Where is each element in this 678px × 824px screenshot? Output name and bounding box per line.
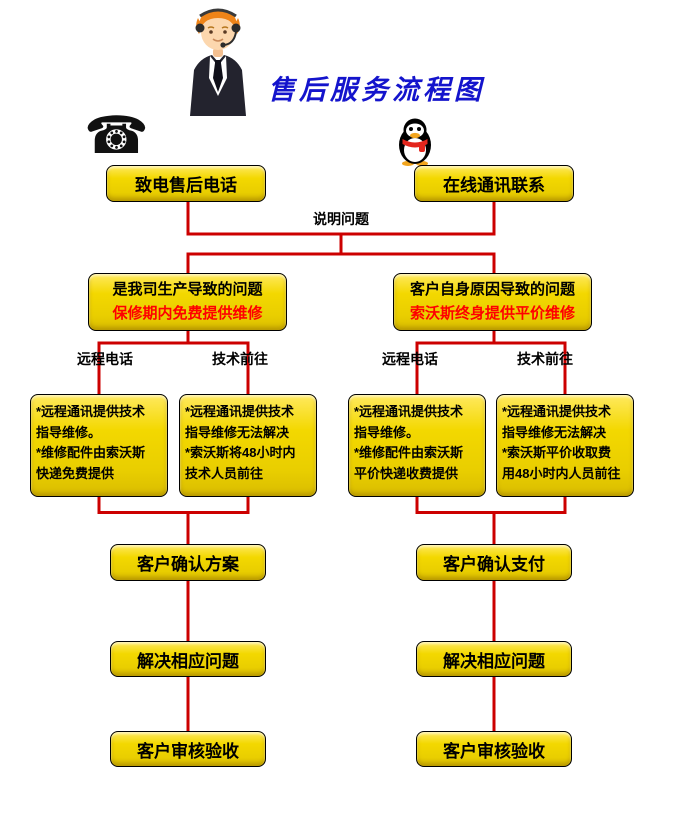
node-onsite-detail-right: *远程通讯提供技术 指导维修无法解决 *索沃斯平价收取费 用48小时内人员前往 <box>496 394 634 497</box>
label-remote-phone-left: 远程电话 <box>77 351 133 367</box>
node-confirm-payment: 客户确认支付 <box>416 544 572 581</box>
support-agent-svg <box>190 8 246 116</box>
node-solve-left: 解决相应问题 <box>110 641 266 677</box>
node-condition-company-fault: 是我司生产导致的问题 保修期内免费提供维修 <box>88 273 287 331</box>
node-onsite-detail-left: *远程通讯提供技术 指导维修无法解决 *索沃斯将48小时内 技术人员前往 <box>179 394 317 497</box>
label-onsite-visit-right: 技术前往 <box>517 351 573 367</box>
label-remote-phone-right: 远程电话 <box>382 351 438 367</box>
node-call-hotline: 致电售后电话 <box>106 165 266 202</box>
node-online-contact: 在线通讯联系 <box>414 165 574 202</box>
support-agent-illustration <box>172 4 264 116</box>
node-condition-customer-fault: 客户自身原因导致的问题 索沃斯终身提供平价维修 <box>393 273 592 331</box>
policy-text: 索沃斯终身提供平价维修 <box>409 305 575 322</box>
node-acceptance-right: 客户审核验收 <box>416 731 572 767</box>
node-solve-right: 解决相应问题 <box>416 641 572 677</box>
page-title: 售后服务流程图 <box>268 75 485 105</box>
label-onsite-visit-left: 技术前往 <box>212 351 268 367</box>
node-confirm-plan: 客户确认方案 <box>110 544 266 581</box>
label-explain-problem: 说明问题 <box>313 211 369 227</box>
telephone-icon: ☎ <box>84 106 149 166</box>
condition-text: 客户自身原因导致的问题 <box>409 281 575 298</box>
node-remote-detail-left: *远程通讯提供技术 指导维修。 *维修配件由索沃斯 快递免费提供 <box>30 394 168 497</box>
node-acceptance-left: 客户审核验收 <box>110 731 266 767</box>
condition-text: 是我司生产导致的问题 <box>112 281 263 298</box>
node-remote-detail-right: *远程通讯提供技术 指导维修。 *维修配件由索沃斯 平价快递收费提供 <box>348 394 486 497</box>
qq-messenger-icon <box>396 118 434 166</box>
policy-text: 保修期内免费提供维修 <box>112 305 263 322</box>
qq-penguin-svg <box>399 118 431 166</box>
